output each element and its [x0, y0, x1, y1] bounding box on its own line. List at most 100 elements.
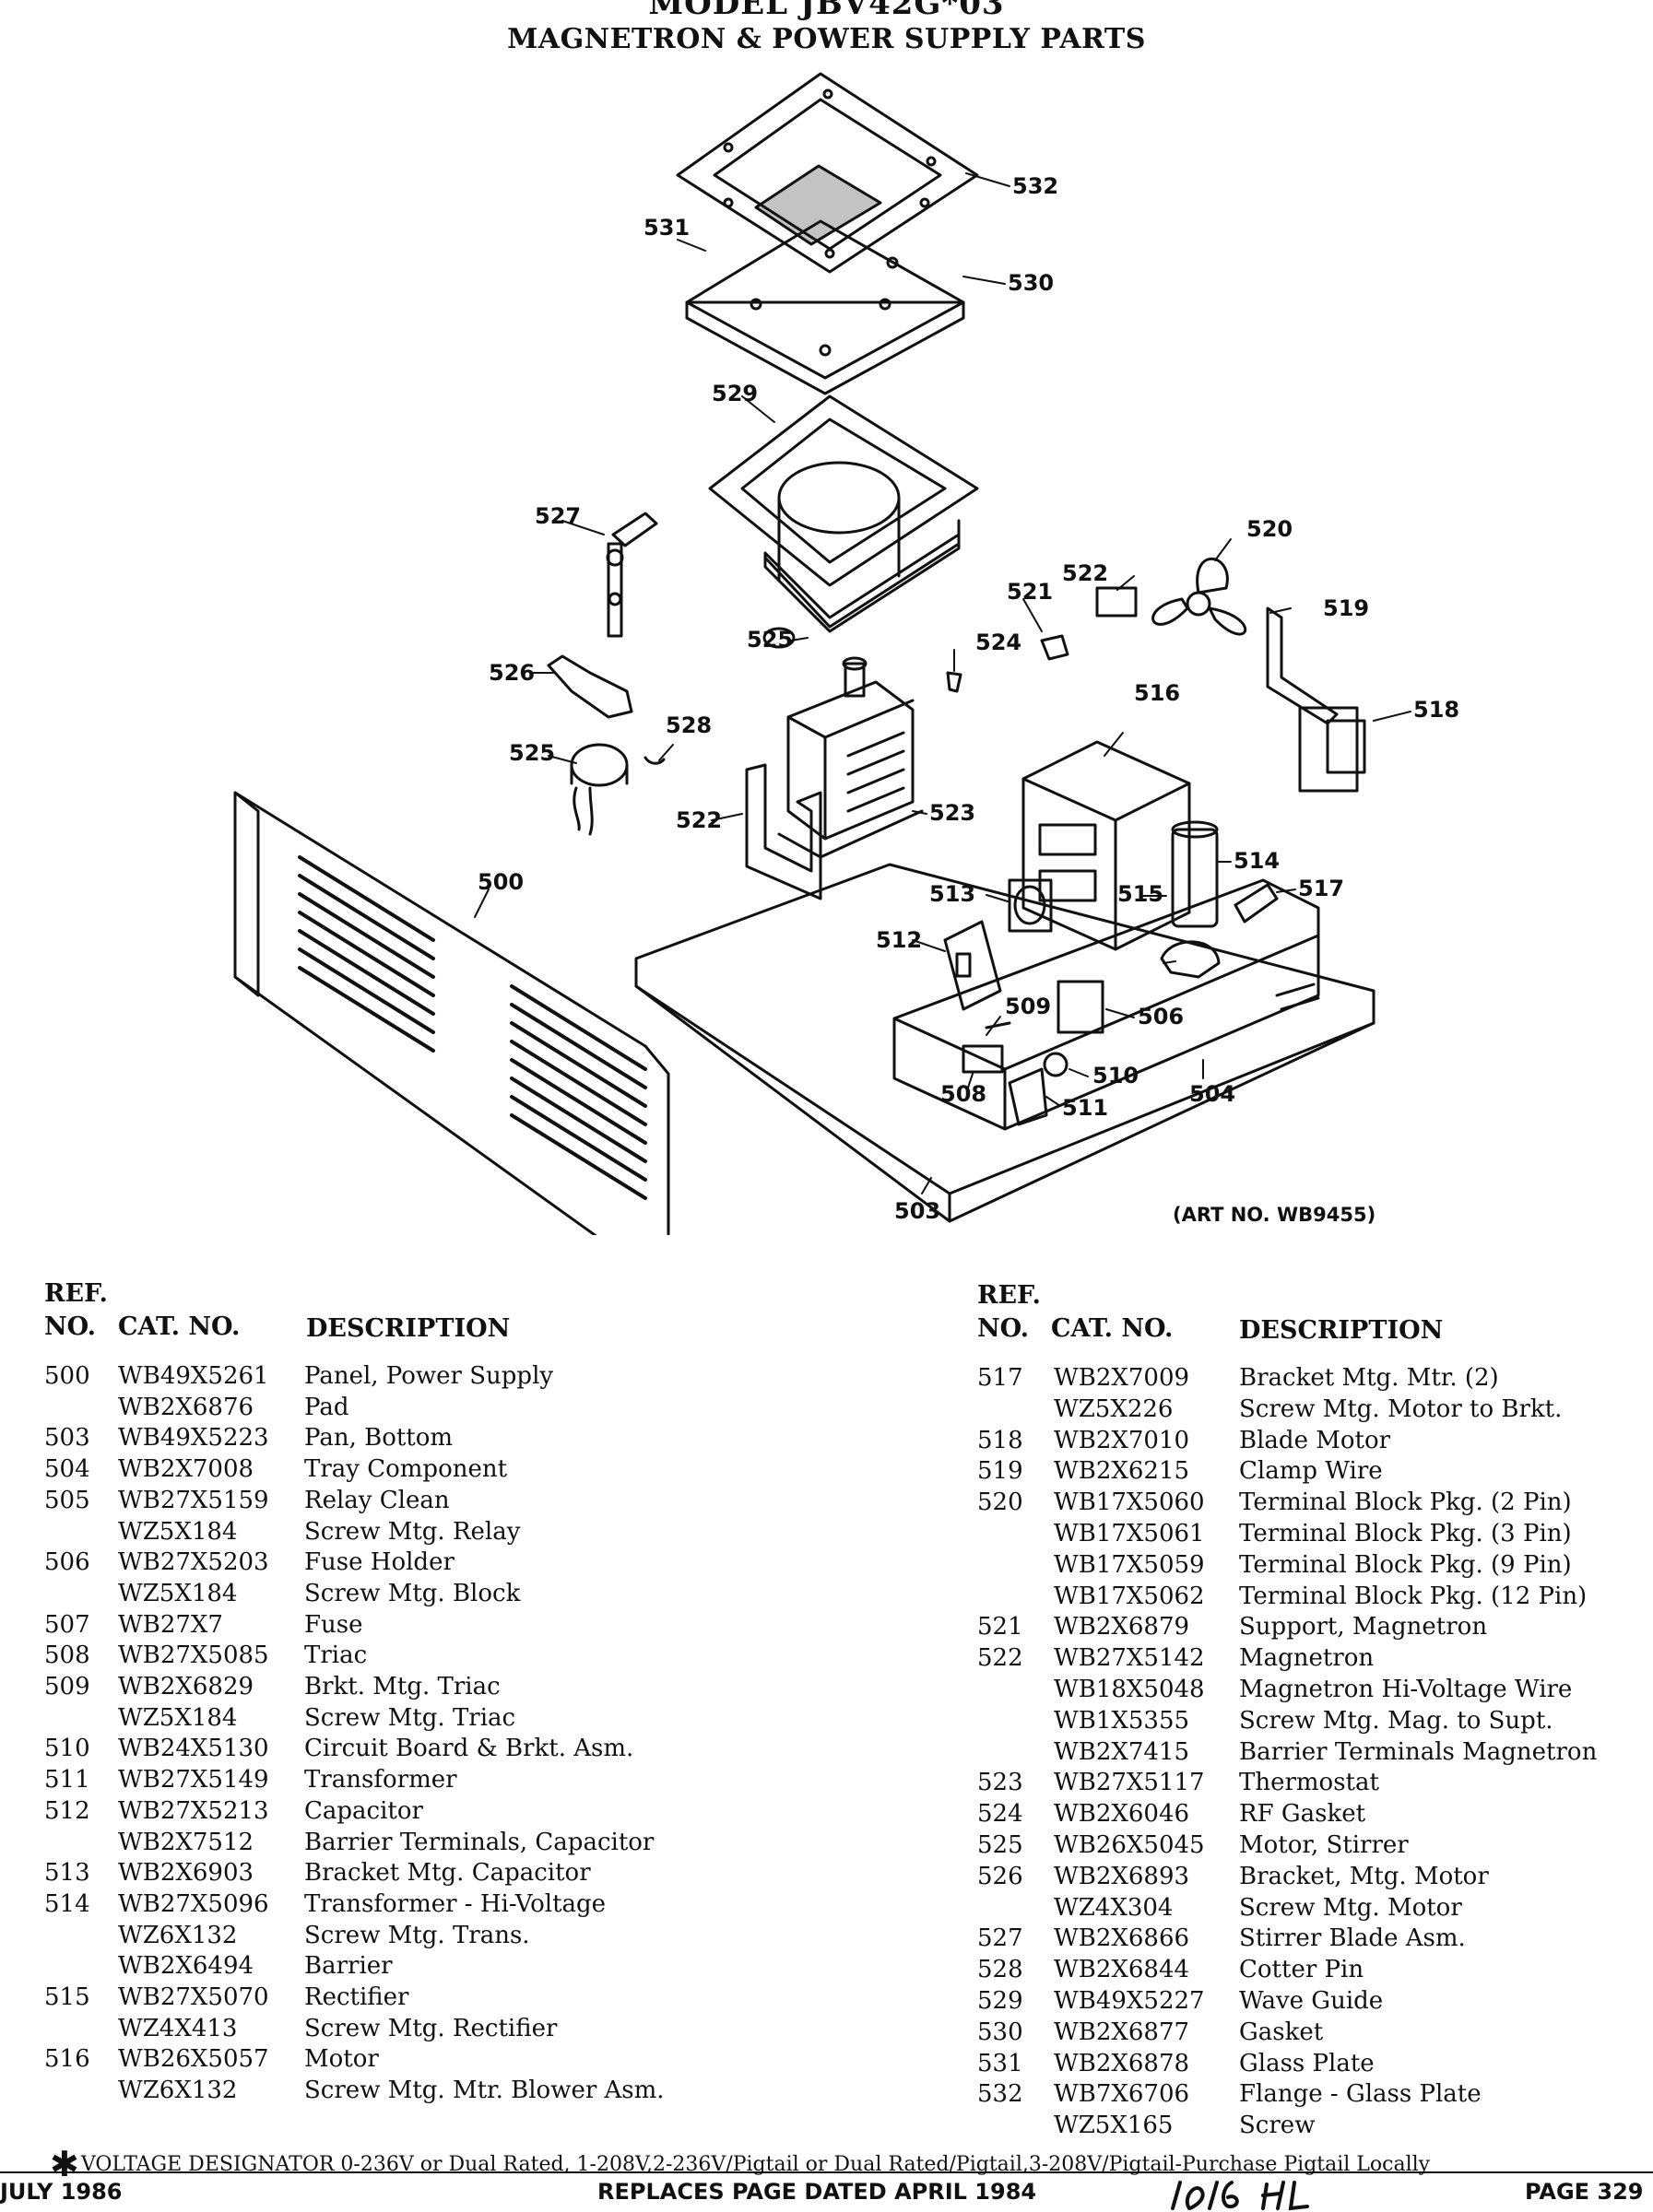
description: Rectifier: [304, 1983, 409, 2011]
description: Barrier: [304, 1952, 393, 1981]
asterisk-icon: ✱: [50, 2144, 79, 2184]
cat-no: WB27X5159: [118, 1486, 269, 1514]
cat-no: WB7X6706: [1054, 2080, 1190, 2109]
ref-no: 514: [44, 1889, 90, 1918]
description: Brkt. Mtg. Triac: [304, 1673, 501, 1700]
callout-507: 509: [1005, 994, 1051, 1019]
cat-no: WB2X7415: [1054, 1737, 1190, 1766]
callout-511: 513: [929, 881, 975, 907]
callout-512: 514: [1234, 848, 1280, 874]
description: Support, Magnetron: [1239, 1613, 1488, 1641]
callout-510: 512: [876, 927, 922, 953]
description: Gasket: [1239, 2018, 1324, 2046]
ref-no: 511: [44, 1766, 90, 1794]
callout-532: 532: [1012, 173, 1058, 199]
cat-no: WB2X6215: [1054, 1457, 1190, 1486]
callout-506: 508: [940, 1081, 986, 1107]
cat-no: WB27X5149: [118, 1766, 269, 1794]
ref-no: 504: [44, 1455, 90, 1484]
description: Motor, Stirrer: [1239, 1831, 1409, 1859]
callout-515: 517: [1298, 876, 1344, 901]
callout-519: 521: [1007, 579, 1053, 605]
cat-no: WB26X5057: [118, 2045, 269, 2074]
exploded-parts-diagram: 532 531 530 529 527 520 521 522 519 524 …: [233, 72, 1459, 1235]
description: Stirrer Blade Asm.: [1239, 1924, 1466, 1953]
callout-508: 510: [1092, 1063, 1139, 1088]
ref-no: 509: [44, 1673, 90, 1700]
ref-no: 525: [977, 1831, 1023, 1859]
page-subtitle: MAGNETRON & POWER SUPPLY PARTS: [507, 23, 1146, 55]
description: RF Gasket: [1239, 1800, 1366, 1829]
cat-no: WB2X6494: [118, 1952, 254, 1981]
ref-no: 516: [44, 2045, 90, 2074]
ref-no: 503: [44, 1424, 90, 1453]
ref-no: 506: [44, 1548, 90, 1577]
description: Cotter Pin: [1239, 1956, 1364, 1984]
ref-no: 519: [977, 1457, 1023, 1486]
callout-520: 522: [1062, 560, 1108, 586]
description: Barrier Terminals, Capacitor: [304, 1828, 655, 1856]
cat-no: WB17X5062: [1054, 1582, 1205, 1610]
cat-no: WB27X5213: [118, 1796, 269, 1825]
triac-drawing: [1043, 1052, 1069, 1077]
cat-no: WZ5X226: [1054, 1394, 1174, 1423]
footer-date: JULY 1986: [0, 2179, 123, 2205]
description: Terminal Block Pkg. (12 Pin): [1239, 1582, 1588, 1610]
header-desc-right: DESCRIPTION: [1239, 1316, 1444, 1345]
description: Screw Mtg. Block: [304, 1579, 521, 1607]
clamp-wire-drawing: [1040, 634, 1069, 661]
blade-motor-drawing: [1151, 557, 1247, 636]
description: Screw Mtg. Triac: [304, 1703, 516, 1732]
circuit-board-drawing: [943, 920, 1002, 1011]
callout-525: 525: [509, 740, 555, 766]
bracket-motor-drawing: [547, 654, 633, 719]
ref-no: 523: [977, 1769, 1023, 1797]
callout-528: 528: [666, 712, 712, 738]
description: Bracket, Mtg. Motor: [1239, 1862, 1489, 1890]
callout-524: 525: [747, 627, 793, 653]
ref-no: 500: [44, 1362, 90, 1390]
cat-no: WB1X5355: [1054, 1706, 1190, 1735]
description: Screw Mtg. Rectifier: [304, 2014, 558, 2042]
description: Clamp Wire: [1239, 1457, 1383, 1486]
description: Screw Mtg. Motor: [1239, 1893, 1462, 1922]
description: Screw Mtg. Motor to Brkt.: [1239, 1394, 1563, 1423]
description: Pad: [304, 1393, 349, 1421]
ref-no: 530: [977, 2018, 1023, 2046]
art-number: (ART NO. WB9455): [1173, 1204, 1376, 1226]
handwritten-signature: [1171, 2181, 1309, 2211]
description: Blade Motor: [1239, 1426, 1391, 1454]
callout-516: 518: [1413, 697, 1459, 723]
ref-no: 522: [977, 1644, 1023, 1673]
description: Terminal Block Pkg. (3 Pin): [1239, 1520, 1572, 1547]
description: Fuse Holder: [304, 1548, 455, 1577]
ref-no: 517: [977, 1364, 1023, 1392]
cat-no: WB49X5223: [118, 1424, 269, 1453]
ref-no: 507: [44, 1610, 90, 1639]
cat-no: WB2X6046: [1054, 1800, 1190, 1829]
bracket-triac-drawing: [1008, 1067, 1048, 1126]
callout-531: 531: [643, 215, 690, 241]
cat-no: WZ6X132: [118, 1921, 238, 1949]
description: Pan, Bottom: [304, 1424, 454, 1453]
bottom-pan-drawing: [634, 863, 1376, 1223]
ref-no: 505: [44, 1486, 90, 1514]
panel-power-supply-drawing: [233, 791, 670, 1235]
glass-plate-gasket-drawing: [685, 219, 965, 395]
callout-509: 511: [1062, 1095, 1108, 1121]
cat-no: WB27X5203: [118, 1548, 269, 1577]
cat-no: WB27X5096: [118, 1889, 269, 1918]
callout-513: 515: [1117, 881, 1163, 907]
description: Terminal Block Pkg. (9 Pin): [1239, 1550, 1572, 1579]
description: Transformer - Hi-Voltage: [304, 1889, 607, 1918]
ref-no: 513: [44, 1859, 90, 1888]
description: Screw Mtg. Relay: [304, 1517, 521, 1546]
cat-no: WB2X6866: [1054, 1924, 1190, 1953]
relay-drawing: [1057, 980, 1104, 1034]
header-no-right: NO.: [977, 1314, 1030, 1343]
wave-guide-drawing: [708, 394, 979, 633]
header-desc-left: DESCRIPTION: [306, 1314, 511, 1343]
callout-504: 504: [1189, 1081, 1235, 1107]
cat-no: WB2X6844: [1054, 1956, 1190, 1984]
rectifier-drawing: [1234, 883, 1279, 924]
